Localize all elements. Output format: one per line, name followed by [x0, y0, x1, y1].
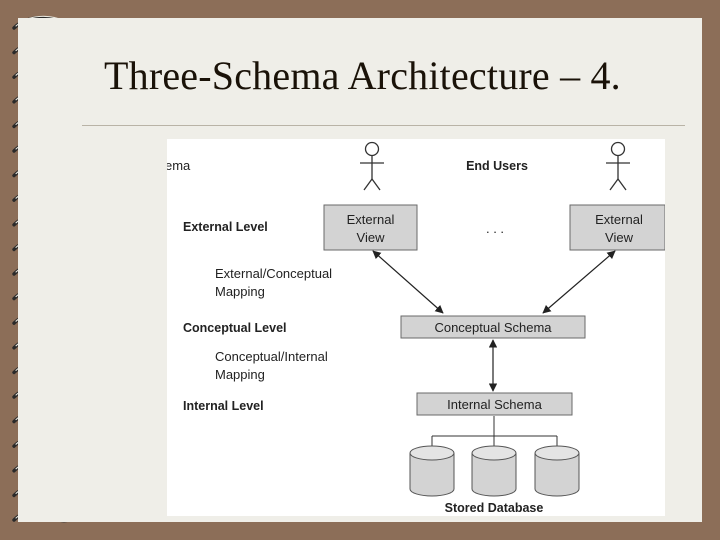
- database-cylinder-1-icon: [410, 446, 454, 496]
- external-view-right-line1: External: [595, 212, 643, 227]
- end-users-label: End Users: [466, 159, 528, 173]
- external-view-left-line1: External: [347, 212, 395, 227]
- ext-con-mapping-line1: External/Conceptual: [215, 266, 332, 281]
- external-level-label: External Level: [183, 220, 268, 234]
- conceptual-schema-label: Conceptual Schema: [434, 320, 552, 335]
- title-divider: [82, 125, 685, 126]
- partial-caption: ema: [167, 158, 191, 173]
- external-view-left-line2: View: [357, 230, 386, 245]
- stored-database-label: Stored Database: [445, 501, 544, 515]
- ext-con-mapping-line2: Mapping: [215, 284, 265, 299]
- database-cylinder-3-icon: [535, 446, 579, 496]
- slide-title: Three-Schema Architecture – 4.: [104, 52, 621, 99]
- three-schema-diagram: ema End Users External Level Conceptual …: [167, 139, 665, 516]
- internal-level-label: Internal Level: [183, 399, 264, 413]
- internal-schema-label: Internal Schema: [447, 397, 542, 412]
- conceptual-level-label: Conceptual Level: [183, 321, 287, 335]
- ellipsis-label: . . .: [486, 221, 504, 236]
- con-int-mapping-line2: Mapping: [215, 367, 265, 382]
- database-cylinder-2-icon: [472, 446, 516, 496]
- external-view-right-line2: View: [605, 230, 634, 245]
- con-int-mapping-line1: Conceptual/Internal: [215, 349, 328, 364]
